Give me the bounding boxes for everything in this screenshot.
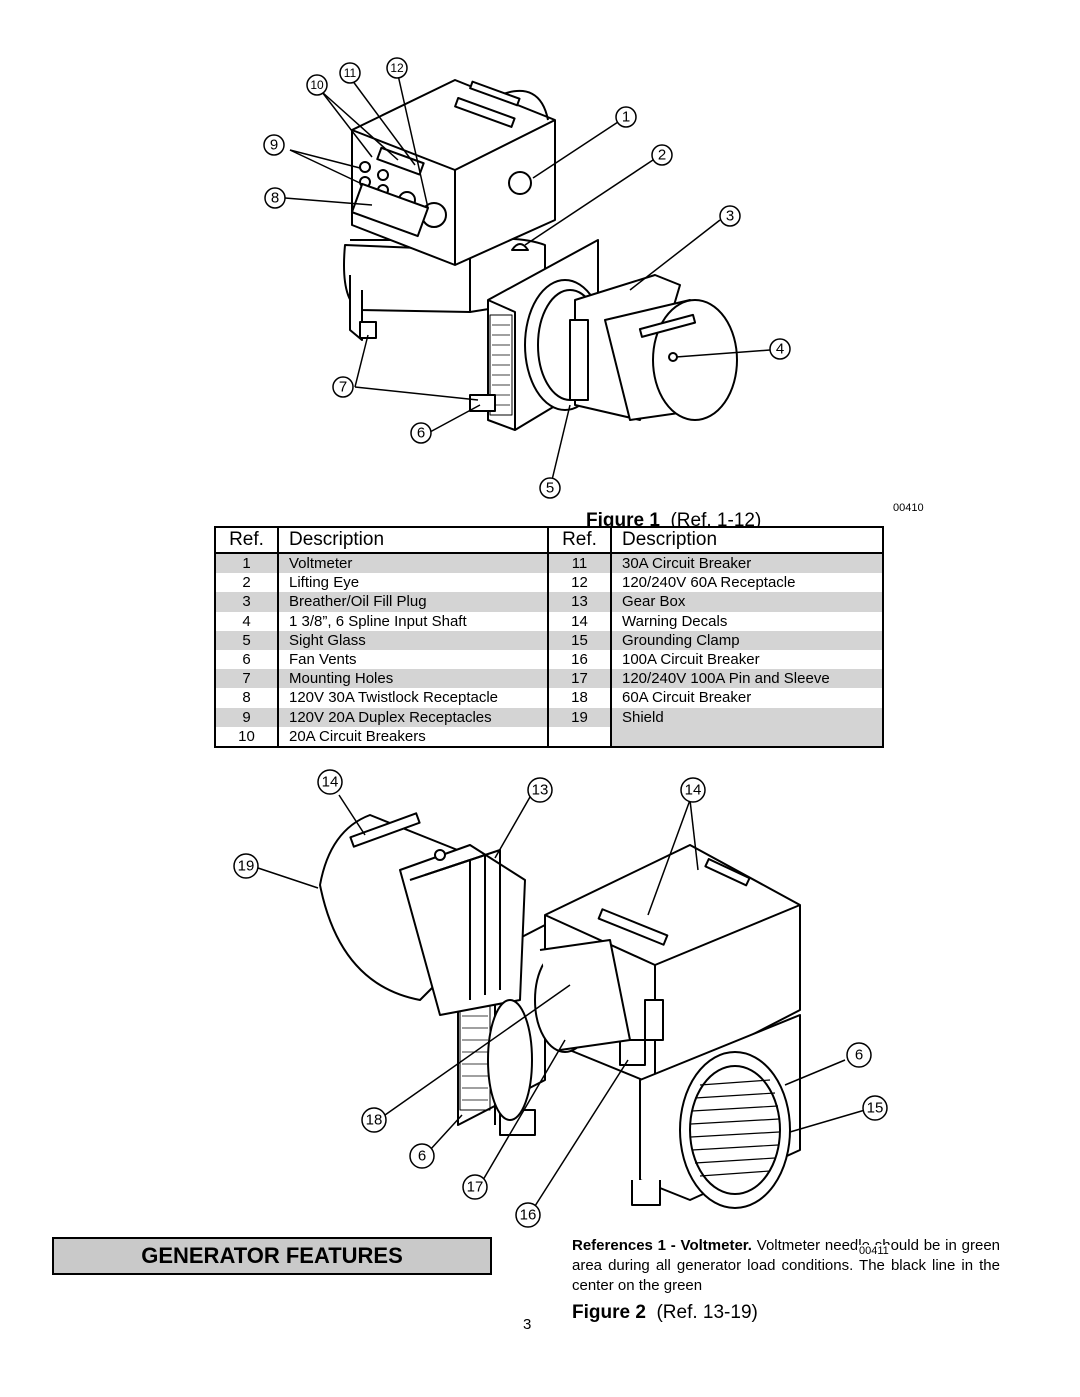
references-lead: References 1 - Voltmeter. xyxy=(572,1237,752,1254)
callout-18: 18 xyxy=(366,1112,383,1129)
figure-1-label: Figure 1 xyxy=(586,510,660,531)
desc-cell: Lifting Eye xyxy=(277,573,549,593)
desc-cell: 1 3/8”, 6 Spline Input Shaft xyxy=(277,611,549,631)
ref-cell: 13 xyxy=(547,592,612,612)
voltmeter-dial xyxy=(508,171,532,195)
ref-cell: 2 xyxy=(214,573,279,593)
callout-7: 7 xyxy=(339,379,347,396)
callout-2: 2 xyxy=(658,147,666,164)
table-header-row: Ref. Description Ref. Description xyxy=(214,526,884,554)
callout-1: 1 xyxy=(622,109,630,126)
ref-cell: 3 xyxy=(214,592,279,612)
references-paragraph: References 1 - Voltmeter. Voltmeter need… xyxy=(572,1236,1000,1296)
ref-cell: 17 xyxy=(547,669,612,689)
desc-cell: 120/240V 100A Pin and Sleeve xyxy=(610,669,884,689)
ref-cell: 5 xyxy=(214,630,279,650)
callout-3: 3 xyxy=(726,208,734,225)
desc-cell xyxy=(610,726,884,748)
callout-6b: 6 xyxy=(418,1148,426,1165)
desc-cell: 120V 20A Duplex Receptacles xyxy=(277,707,549,727)
ref-cell: 6 xyxy=(214,649,279,670)
callout-6: 6 xyxy=(417,425,425,442)
callout-15: 15 xyxy=(867,1100,884,1117)
desc-cell: Mounting Holes xyxy=(277,669,549,689)
callout-19: 19 xyxy=(238,858,255,875)
callout-9: 9 xyxy=(270,137,278,154)
desc-cell: Breather/Oil Fill Plug xyxy=(277,592,549,612)
desc-cell: Warning Decals xyxy=(610,611,884,631)
ref-cell xyxy=(547,726,612,748)
ref-cell: 7 xyxy=(214,669,279,689)
figure-1-ref: (Ref. 1-12) xyxy=(670,510,762,531)
desc-cell: 120V 30A Twistlock Receptacle xyxy=(277,688,549,708)
page-number: 3 xyxy=(523,1316,532,1333)
desc-cell: Grounding Clamp xyxy=(610,630,884,650)
ref-cell: 10 xyxy=(214,726,279,748)
callout-17: 17 xyxy=(467,1179,484,1196)
callout-16: 16 xyxy=(520,1207,537,1224)
ref-cell: 1 xyxy=(214,553,279,574)
ref-cell: 9 xyxy=(214,707,279,727)
ref-cell: 8 xyxy=(214,688,279,708)
figure-2-illustration: 14 13 14 19 6 15 18 6 17 16 xyxy=(233,769,888,1228)
callout-13: 13 xyxy=(532,782,549,799)
ref-cell: 12 xyxy=(547,573,612,593)
figure-2-code: 00411 xyxy=(857,1245,891,1257)
figure-2-caption: Figure 2 (Ref. 13-19) xyxy=(568,1302,762,1324)
callout-11: 11 xyxy=(344,66,357,80)
ref-cell: 18 xyxy=(547,688,612,708)
header-desc-left: Description xyxy=(277,526,549,554)
ref-cell: 16 xyxy=(547,649,612,670)
callout-5: 5 xyxy=(546,480,554,497)
header-ref-right: Ref. xyxy=(547,526,612,554)
section-title-banner: GENERATOR FEATURES xyxy=(52,1237,492,1275)
ref-cell: 19 xyxy=(547,707,612,727)
fan-end-cap xyxy=(679,1051,791,1209)
desc-cell: 60A Circuit Breaker xyxy=(610,688,884,708)
callout-6a: 6 xyxy=(855,1047,863,1064)
figure-1-illustration: 1 2 3 4 5 6 7 8 9 10 11 12 00410 xyxy=(263,57,924,514)
header-desc-right: Description xyxy=(610,526,884,554)
callout-14b: 14 xyxy=(685,782,702,799)
desc-cell: Gear Box xyxy=(610,592,884,612)
ref-cell: 4 xyxy=(214,611,279,631)
desc-cell: 100A Circuit Breaker xyxy=(610,649,884,670)
header-ref-left: Ref. xyxy=(214,526,279,554)
desc-cell: Shield xyxy=(610,707,884,727)
figure-2-ref: (Ref. 13-19) xyxy=(656,1302,758,1323)
callout-8: 8 xyxy=(271,190,279,207)
ref-cell: 15 xyxy=(547,630,612,650)
ref-cell: 14 xyxy=(547,611,612,631)
callout-4: 4 xyxy=(776,341,784,358)
desc-cell: Voltmeter xyxy=(277,553,549,574)
callout-12: 12 xyxy=(390,61,404,75)
desc-cell: Fan Vents xyxy=(277,649,549,670)
desc-cell: Sight Glass xyxy=(277,630,549,650)
callout-10: 10 xyxy=(310,78,324,92)
desc-cell: 30A Circuit Breaker xyxy=(610,553,884,574)
callout-14a: 14 xyxy=(322,774,339,791)
ref-cell: 11 xyxy=(547,553,612,574)
figure-1-code: 00410 xyxy=(893,502,924,514)
figure-2-label: Figure 2 xyxy=(572,1302,646,1323)
desc-cell: 20A Circuit Breakers xyxy=(277,726,549,748)
desc-cell: 120/240V 60A Receptacle xyxy=(610,573,884,593)
